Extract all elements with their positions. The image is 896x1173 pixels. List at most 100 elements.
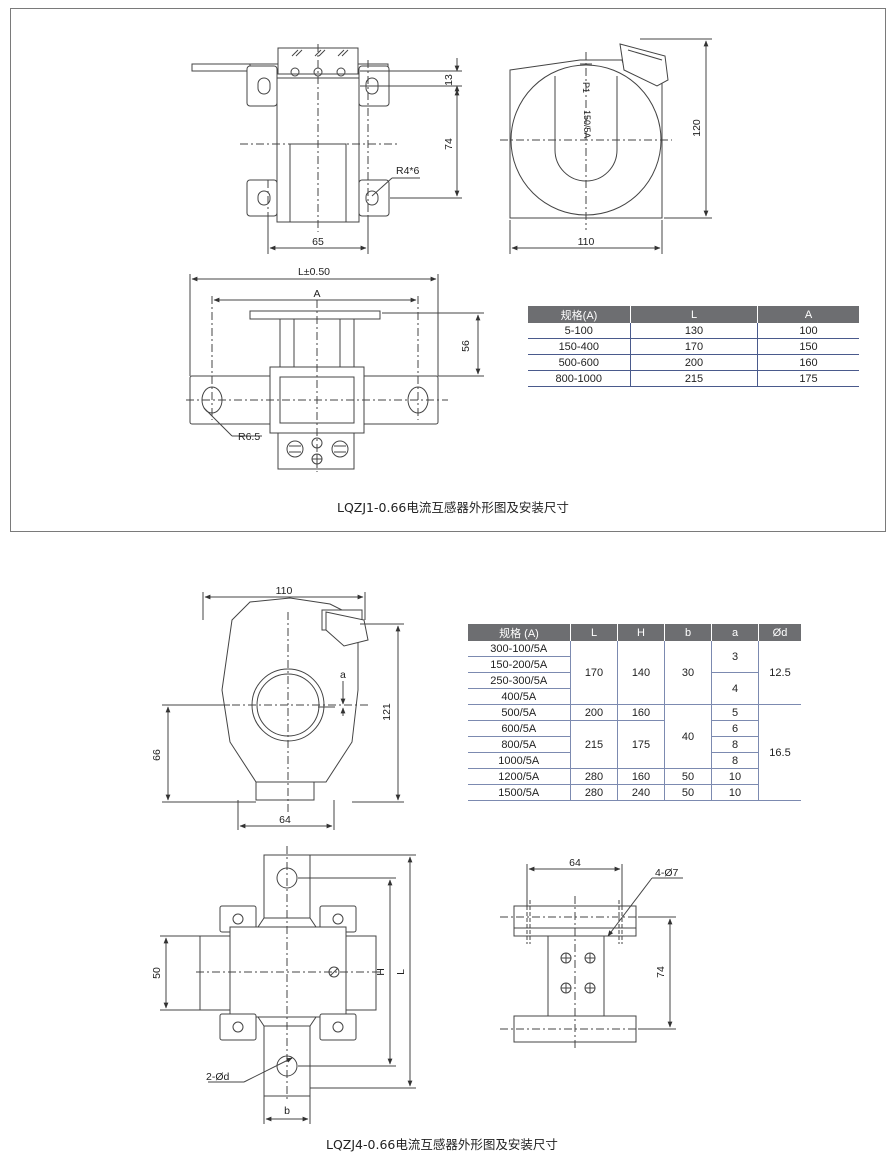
col-a: a	[711, 624, 759, 641]
dim-65: 65	[312, 236, 324, 248]
table-row: 1000/5A 8	[467, 752, 802, 769]
dim-h: H	[375, 968, 387, 976]
cell: 170	[570, 641, 618, 705]
cell: 175	[617, 720, 665, 769]
cell: 40	[664, 704, 712, 769]
cell: 150-400	[527, 338, 631, 355]
cell: 200	[570, 704, 618, 721]
lqzj4-spec-table: 规格 (A) L H b a Ød 300-100/5A 170 140 30 …	[467, 624, 801, 801]
dim-r65: R6.5	[238, 431, 260, 443]
lqzj1-spec-table: 规格(A) L A 5-100 130 100 150-400 170 150 …	[527, 306, 859, 387]
dim-121: 121	[381, 703, 393, 721]
cell: 150	[757, 338, 859, 355]
dim-74-right: 74	[655, 966, 667, 978]
label-p1: P1	[581, 82, 591, 93]
table-row: 150-200/5A	[467, 656, 802, 673]
col-spec: 规格 (A)	[467, 624, 571, 641]
cell: 215	[630, 370, 758, 387]
dim-2od: 2-Ød	[206, 1071, 230, 1083]
col-l: L	[630, 306, 758, 323]
table-row: 500-600 200 160	[527, 354, 859, 371]
cell: 300-100/5A	[467, 641, 571, 657]
dim-66: 66	[151, 749, 163, 761]
cell: 1000/5A	[467, 752, 571, 769]
cell: 100	[757, 323, 859, 339]
cell: 12.5	[758, 641, 801, 705]
cell: 50	[664, 784, 712, 801]
cell: 800/5A	[467, 736, 571, 753]
lqzj1-front-view	[191, 44, 462, 254]
table-row: 500/5A 200 160 40 5 16.5	[467, 704, 801, 801]
table-row: 250-300/5A 4	[467, 672, 802, 705]
cell: 160	[617, 704, 665, 721]
cell: 30	[664, 641, 712, 705]
table-row: 300-100/5A 170 140 30 3 12.5	[467, 641, 801, 705]
cell: 150-200/5A	[467, 656, 571, 673]
cell: 5	[711, 704, 759, 721]
cell: 8	[711, 752, 759, 769]
table-row: 600/5A 215 175 6	[467, 720, 802, 769]
cell: 215	[570, 720, 618, 769]
col-spec: 规格(A)	[527, 306, 631, 323]
lqzj4-bracket-view	[500, 864, 683, 1050]
col-od: Ød	[758, 624, 801, 641]
cell: 200	[630, 354, 758, 371]
col-a: A	[757, 306, 859, 323]
dim-13: 13	[443, 74, 455, 86]
lqzj1-side-view	[500, 38, 712, 254]
cell: 5-100	[527, 323, 631, 339]
top-caption: LQZJ1-0.66电流互感器外形图及安装尺寸	[337, 500, 569, 515]
dim-r4x6: R4*6	[396, 165, 420, 177]
cell: 1200/5A	[467, 768, 571, 785]
cell: 500/5A	[467, 704, 571, 721]
bottom-caption: LQZJ4-0.66电流互感器外形图及安装尺寸	[326, 1137, 558, 1152]
cell: 170	[630, 338, 758, 355]
cell: 10	[711, 784, 759, 801]
cell: 130	[630, 323, 758, 339]
dim-74: 74	[443, 138, 455, 150]
cell: 6	[711, 720, 759, 737]
dim-l050: L±0.50	[298, 266, 330, 278]
dim-120: 120	[691, 119, 703, 137]
col-h: H	[617, 624, 665, 641]
cell: 240	[617, 784, 665, 801]
cell: 280	[570, 784, 618, 801]
dim-110-top: 110	[578, 236, 595, 248]
cell: 16.5	[758, 704, 801, 801]
cell: 4	[711, 672, 759, 705]
lqzj1-plan-view	[186, 274, 484, 472]
cell: 280	[570, 768, 618, 785]
table-row: 1200/5A 280 160 50 10	[467, 768, 802, 785]
dim-l: L	[395, 969, 407, 975]
dim-50: 50	[151, 967, 163, 979]
cell: 600/5A	[467, 720, 571, 737]
dim-4o7: 4-Ø7	[655, 867, 679, 879]
table-row: 400/5A	[467, 688, 802, 705]
cell: 160	[757, 354, 859, 371]
table-row: 800-1000 215 175	[527, 370, 859, 387]
cell: 10	[711, 768, 759, 785]
cell: 250-300/5A	[467, 672, 571, 689]
table-row: 5-100 130 100	[527, 323, 859, 339]
table-row: 150-400 170 150	[527, 338, 859, 355]
cell: 140	[617, 641, 665, 705]
cell: 400/5A	[467, 688, 571, 705]
col-l: L	[570, 624, 618, 641]
col-b: b	[664, 624, 712, 641]
cell: 3	[711, 641, 759, 673]
dim-b: b	[284, 1105, 290, 1117]
top-drawing-panel	[10, 8, 886, 532]
dim-110-bot: 110	[276, 585, 293, 597]
cell: 1500/5A	[467, 784, 571, 801]
dim-a-small: a	[340, 669, 346, 681]
cell: 8	[711, 736, 759, 753]
dim-64-right: 64	[569, 857, 581, 869]
lqzj4-plan-view	[160, 846, 416, 1124]
dim-a: A	[313, 288, 320, 300]
cell: 50	[664, 768, 712, 785]
cell: 500-600	[527, 354, 631, 371]
cell: 800-1000	[527, 370, 631, 387]
table-row: 1500/5A 280 240 50 10	[467, 784, 802, 801]
cell: 160	[617, 768, 665, 785]
